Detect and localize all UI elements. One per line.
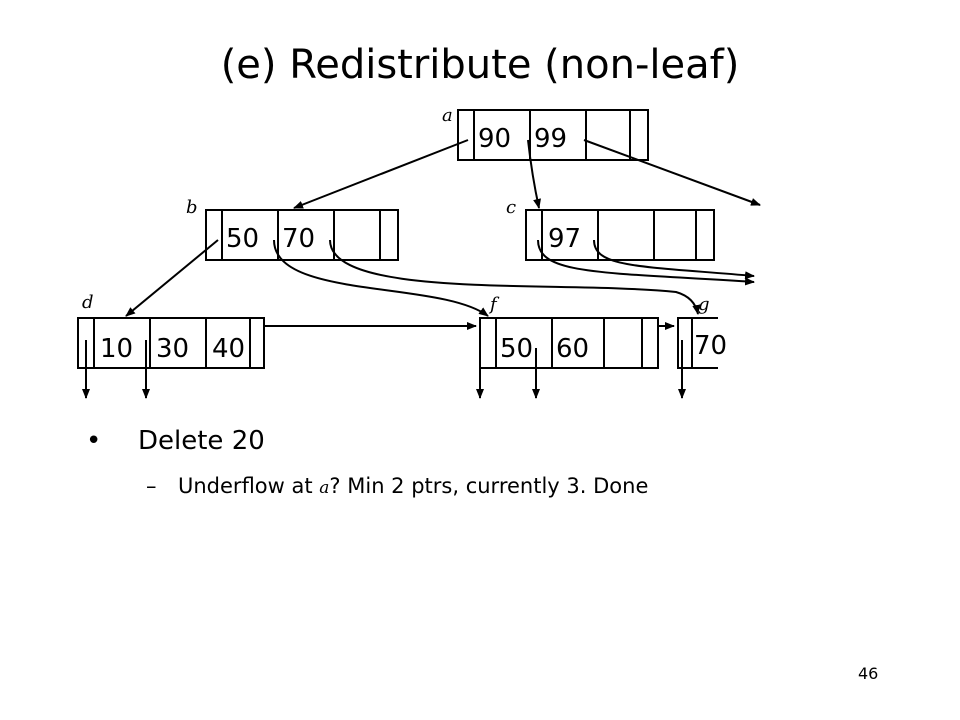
node-d: d 10 30 40	[77, 292, 265, 369]
bullet-symbol: •	[86, 426, 102, 456]
slide-title: (e) Redistribute (non-leaf)	[220, 42, 740, 88]
node-g: g 70	[677, 294, 727, 369]
node-d-label: d	[82, 292, 94, 313]
node-d-key-2: 30	[156, 334, 189, 364]
node-c-label: c	[506, 197, 516, 218]
pointer-c-child-1	[537, 239, 755, 286]
node-c: c 97	[506, 197, 715, 261]
pointer-c-child-2	[593, 239, 755, 280]
node-b-key-1: 50	[226, 224, 259, 254]
node-a-key-1: 90	[478, 124, 511, 154]
pointer-a-to-c	[527, 139, 541, 209]
node-b: b 50 70	[186, 197, 399, 261]
node-f-key-1: 50	[500, 334, 533, 364]
pointer-b-to-d	[125, 239, 219, 317]
node-d-key-3: 40	[212, 334, 245, 364]
pointer-b-to-g	[329, 239, 701, 315]
node-a: a 90 99	[442, 105, 649, 161]
subbullet-underflow: – Underflow at a? Min 2 ptrs, currently …	[146, 474, 648, 498]
node-a-label: a	[442, 105, 453, 126]
node-d-key-1: 10	[100, 334, 133, 364]
node-c-key-1: 97	[548, 224, 581, 254]
pointer-b-to-f	[273, 239, 489, 317]
subbullet-symbol: –	[146, 474, 157, 498]
node-b-label: b	[186, 197, 198, 218]
bullet-main-text: Delete 20	[138, 426, 265, 456]
subbullet-suffix: ? Min 2 ptrs, currently 3. Done	[329, 474, 649, 498]
node-f-label: f	[488, 294, 500, 315]
node-g-label: g	[698, 294, 710, 315]
subbullet-text: Underflow at a? Min 2 ptrs, currently 3.…	[178, 474, 648, 498]
node-f: f 50 60	[479, 294, 659, 369]
node-g-key-1: 70	[694, 331, 727, 361]
pointer-a-to-b	[293, 139, 469, 209]
subbullet-prefix: Underflow at	[178, 474, 320, 498]
subbullet-node: a	[319, 478, 330, 498]
node-f-key-2: 60	[556, 334, 589, 364]
node-a-key-2: 99	[534, 124, 567, 154]
pointer-a-to-right-subtree	[583, 139, 761, 206]
node-b-key-2: 70	[282, 224, 315, 254]
bullet-delete: • Delete 20	[86, 426, 265, 456]
page-number: 46	[858, 664, 879, 683]
